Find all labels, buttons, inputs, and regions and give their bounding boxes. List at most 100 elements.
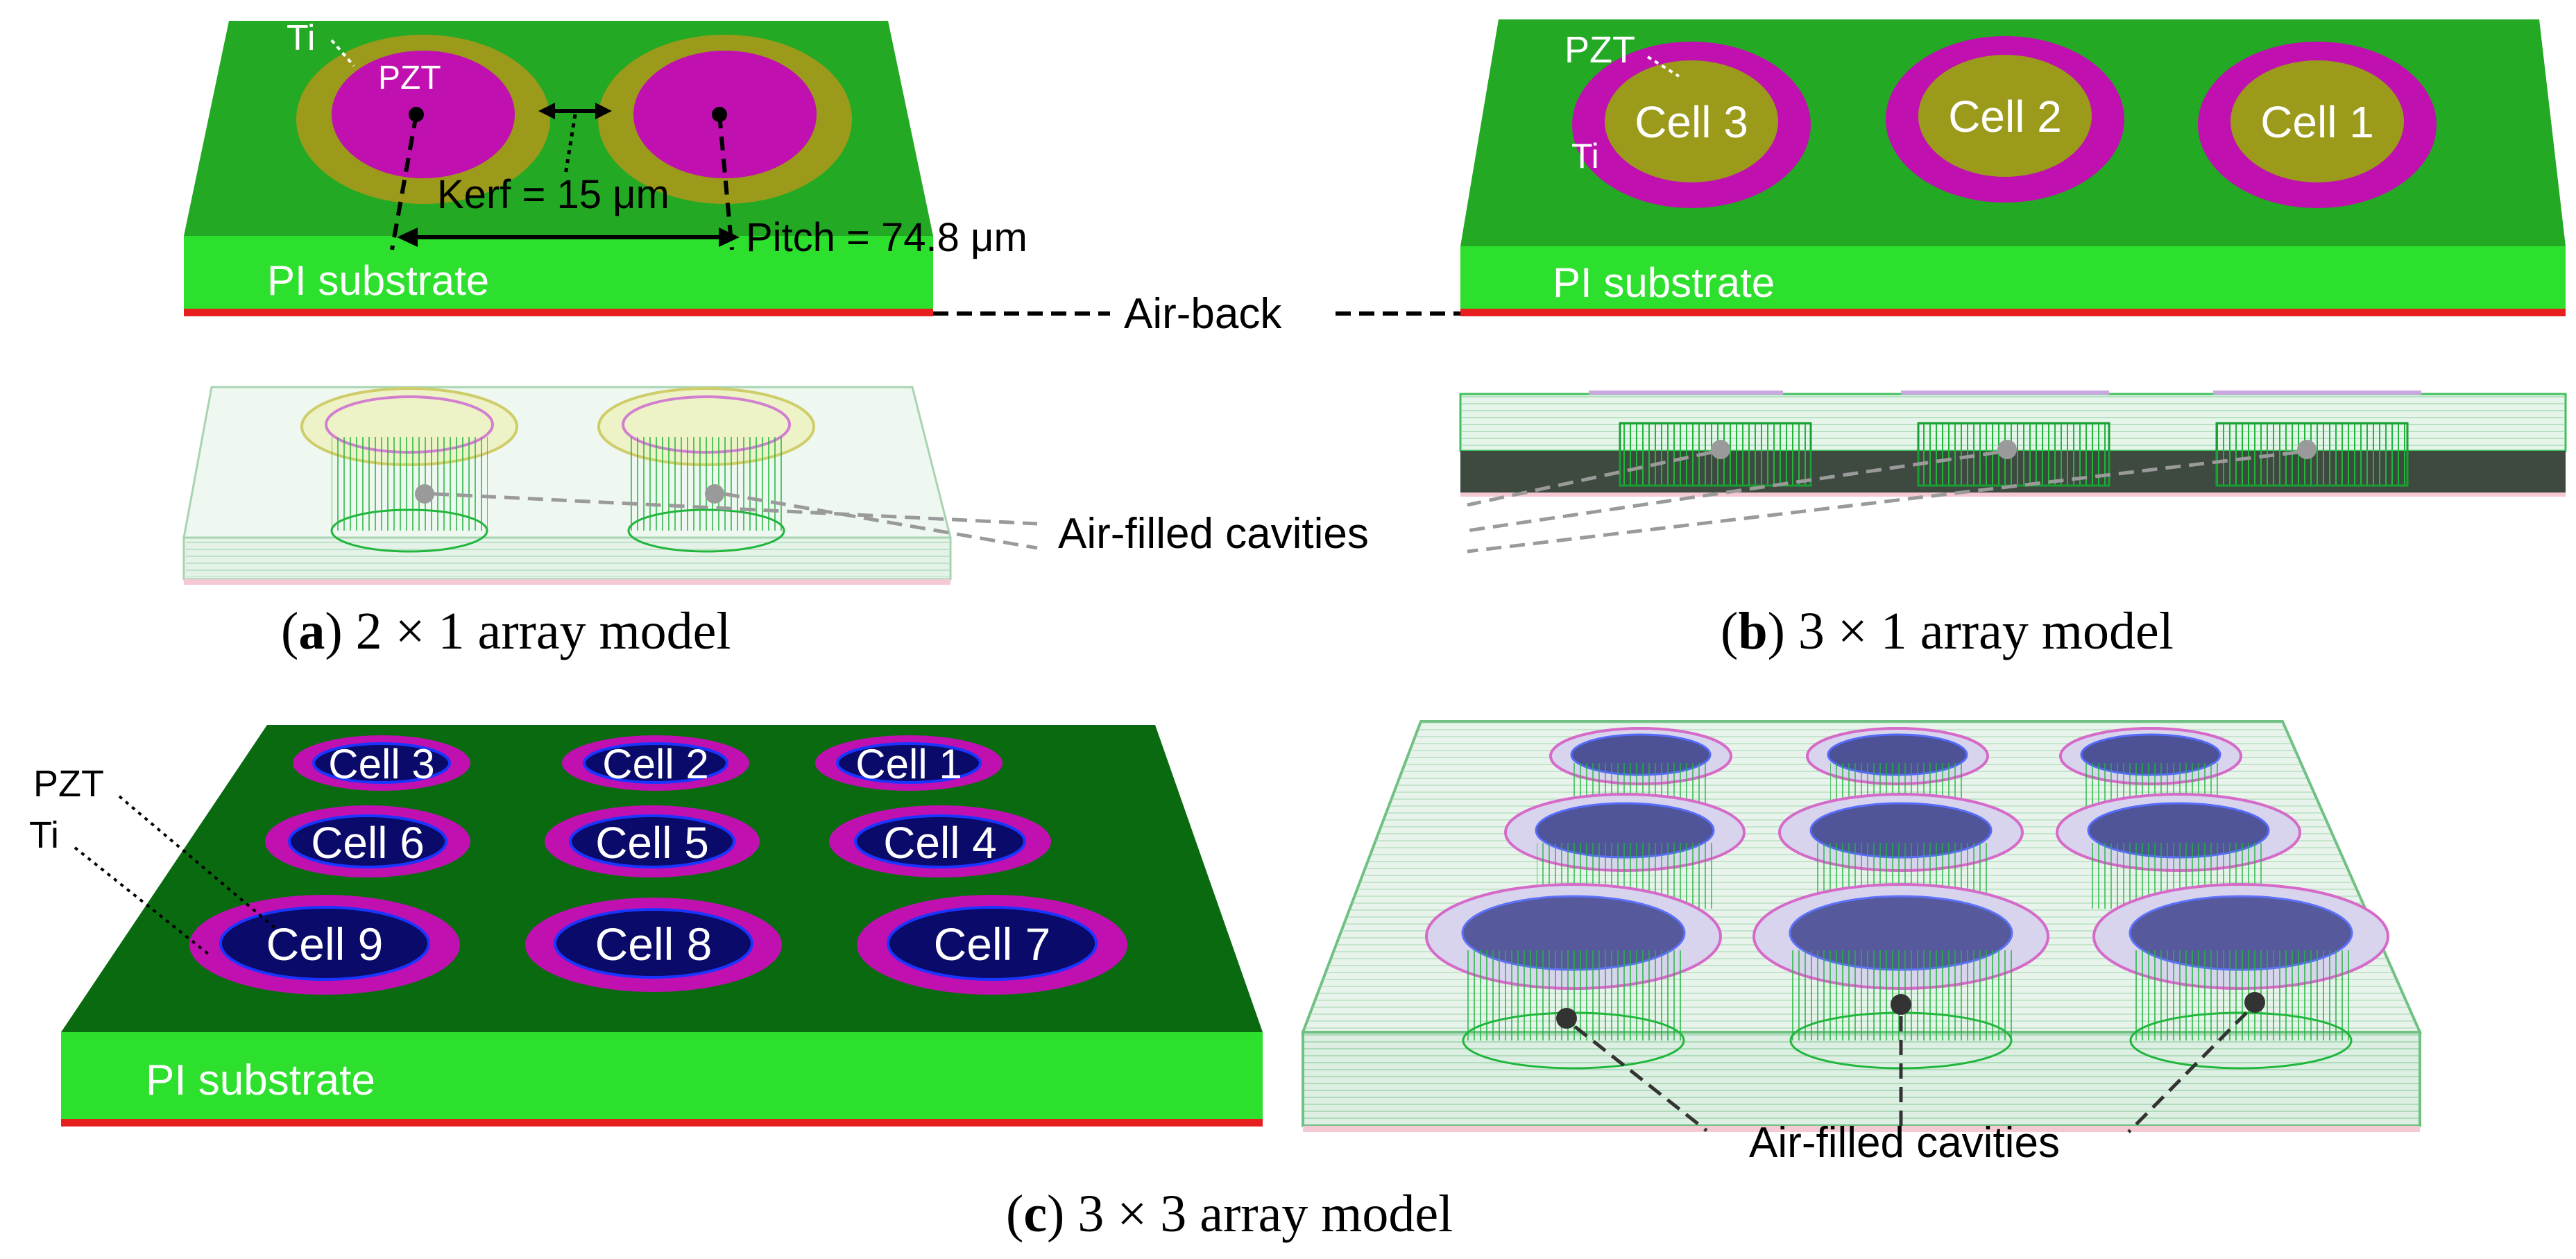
label-pzt-c: PZT xyxy=(33,763,104,805)
air-back-layer-b xyxy=(1460,309,2566,316)
cavity-leader-c3 xyxy=(2127,1011,2248,1133)
pzt-leader-b xyxy=(1646,55,1680,78)
kerf-leader xyxy=(563,114,577,175)
cell-label-c-7: Cell 9 xyxy=(266,918,384,970)
pi-substrate-side-face-b xyxy=(1460,246,2566,309)
cavity-leader-b3 xyxy=(1467,450,2298,554)
electrode-c-cell-2 xyxy=(583,742,728,784)
label-pzt-a: PZT xyxy=(378,60,441,96)
cavity-marker-c-1 xyxy=(1556,1008,1577,1029)
panel-a: Ti PZT Kerf = 15 μm Pitch = 74.8 μm PI s… xyxy=(182,18,1369,660)
ti-leader-c xyxy=(74,846,210,955)
ghost-slab-b-bottom-face xyxy=(1460,493,2566,497)
cell-label-b-3: Cell 1 xyxy=(2260,97,2374,147)
air-back-layer-c xyxy=(61,1119,1263,1127)
cell-label-c-5: Cell 5 xyxy=(595,818,709,868)
cell-label-c-4: Cell 6 xyxy=(311,818,425,868)
cavity-marker-b-3 xyxy=(2297,440,2317,459)
electrode-c-cell-4 xyxy=(854,814,1026,868)
panel-a-top-model: Ti PZT Kerf = 15 μm Pitch = 74.8 μm PI s… xyxy=(184,18,1027,316)
label-ti-a: Ti xyxy=(287,18,315,58)
panel-b-cavity-model xyxy=(1459,391,2567,554)
caption-b-letter: b xyxy=(1738,602,1767,660)
caption-a-text: 2 × 1 array model xyxy=(343,602,731,660)
panel-c-cavity-model: Air-filled cavities xyxy=(1301,720,2423,1167)
electrode-c-cell-8 xyxy=(554,908,753,979)
label-ti-c: Ti xyxy=(29,814,59,856)
ghost-electrode-strip-3 xyxy=(2213,391,2421,395)
cavity-marker-c-3 xyxy=(2244,992,2265,1013)
cavity-marker-b-1 xyxy=(1711,440,1730,459)
electrode-c-cell-1 xyxy=(836,742,982,784)
caption-c-text: 3 × 3 array model xyxy=(1064,1185,1453,1243)
caption-a-letter: a xyxy=(298,602,325,660)
cavity-marker-right xyxy=(705,484,724,504)
panel-c: PZT Ti Cell 3 Cell 2 Cell 1 Cell 6 Cell … xyxy=(29,720,2423,1243)
cavity-marker-c-2 xyxy=(1891,994,1911,1015)
cavity-marker-left xyxy=(415,484,434,504)
cavity-c-cell-7-bottom xyxy=(2129,1011,2353,1070)
label-pi-substrate-c: PI substrate xyxy=(146,1056,375,1104)
kerf-arrowhead-right xyxy=(595,103,612,119)
pzt-leader-c xyxy=(118,795,282,934)
cavity-right-bottom xyxy=(627,508,785,553)
caption-c-letter: c xyxy=(1023,1185,1047,1243)
cell-label-c-9: Cell 7 xyxy=(934,918,1051,970)
cell-label-c-2: Cell 2 xyxy=(602,741,708,787)
ti-electrode-cell-2 xyxy=(1918,55,2092,177)
ghost-air-back-c xyxy=(1303,1126,2420,1132)
label-pi-substrate-b: PI substrate xyxy=(1553,259,1775,306)
label-kerf: Kerf = 15 μm xyxy=(437,172,669,217)
label-pzt-b: PZT xyxy=(1564,29,1635,71)
label-air-back: Air-back xyxy=(1124,290,1282,338)
kerf-arrowhead-left xyxy=(538,103,555,119)
pi-substrate-side-face xyxy=(184,236,933,309)
ti-leader-a xyxy=(330,39,355,67)
cavity-leader-a1 xyxy=(433,492,1038,526)
ti-electrode-cell-1 xyxy=(2230,60,2404,182)
pitch-arrowhead-left xyxy=(397,228,418,247)
cavity-c-cell-9-wall xyxy=(1464,950,1684,1040)
pi-substrate-side-face-c xyxy=(61,1032,1263,1119)
electrode-c-cell-5 xyxy=(569,814,735,868)
pitch-leader-right xyxy=(717,114,734,250)
ghost-air-back xyxy=(184,579,950,585)
cell-label-c-8: Cell 8 xyxy=(595,918,713,970)
caption-b-text: 3 × 1 array model xyxy=(1785,602,2174,660)
cell-label-c-1: Cell 3 xyxy=(328,741,434,787)
pitch-arrowhead-right xyxy=(719,228,740,247)
panel-c-top-model: PZT Ti Cell 3 Cell 2 Cell 1 Cell 6 Cell … xyxy=(29,725,1263,1127)
ghost-electrode-strip-1 xyxy=(1589,391,1783,395)
label-air-filled-cavities-ab: Air-filled cavities xyxy=(1058,510,1369,558)
label-pi-substrate-a: PI substrate xyxy=(267,257,489,304)
panel-b: PZT Ti Cell 3 Cell 2 Cell 1 PI substrate xyxy=(1459,19,2567,660)
air-back-layer xyxy=(184,309,933,316)
cell-label-b-2: Cell 2 xyxy=(1948,92,2062,142)
electrode-c-cell-3 xyxy=(312,742,451,784)
ghost-substrate-side-c-mesh xyxy=(1304,1034,2419,1124)
cell-label-c-3: Cell 1 xyxy=(855,741,962,787)
cavity-marker-b-2 xyxy=(1997,440,2017,459)
panel-b-top-model: PZT Ti Cell 3 Cell 2 Cell 1 PI substrate xyxy=(1460,19,2566,316)
cavity-c-cell-7-wall xyxy=(2131,950,2352,1040)
label-air-filled-cavities-c: Air-filled cavities xyxy=(1749,1119,2060,1167)
caption-a: (a) 2 × 1 array model xyxy=(281,602,731,660)
ghost-substrate-side-mesh xyxy=(186,540,949,577)
cavity-leader-a2 xyxy=(724,492,1038,550)
cavity-leader-b1 xyxy=(1467,450,1712,507)
air-back-callout: Air-back xyxy=(933,290,1512,338)
ghost-electrode-strip-2 xyxy=(1901,391,2109,395)
cell-label-b-1: Cell 3 xyxy=(1635,97,1748,147)
pitch-leader-left xyxy=(390,114,418,250)
cavity-left-bottom xyxy=(330,508,488,553)
label-pitch: Pitch = 74.8 μm xyxy=(746,215,1027,260)
label-ti-b: Ti xyxy=(1571,137,1599,175)
cavity-c-row2 xyxy=(1504,793,2301,909)
ti-electrode-cell-3 xyxy=(1605,60,1778,182)
cavity-leader-b2 xyxy=(1467,450,1999,533)
cell-label-c-6: Cell 4 xyxy=(883,818,997,868)
caption-c: (c) 3 × 3 array model xyxy=(1006,1185,1453,1243)
cavity-leader-c1 xyxy=(1573,1025,1708,1132)
electrode-c-cell-6 xyxy=(288,814,447,868)
